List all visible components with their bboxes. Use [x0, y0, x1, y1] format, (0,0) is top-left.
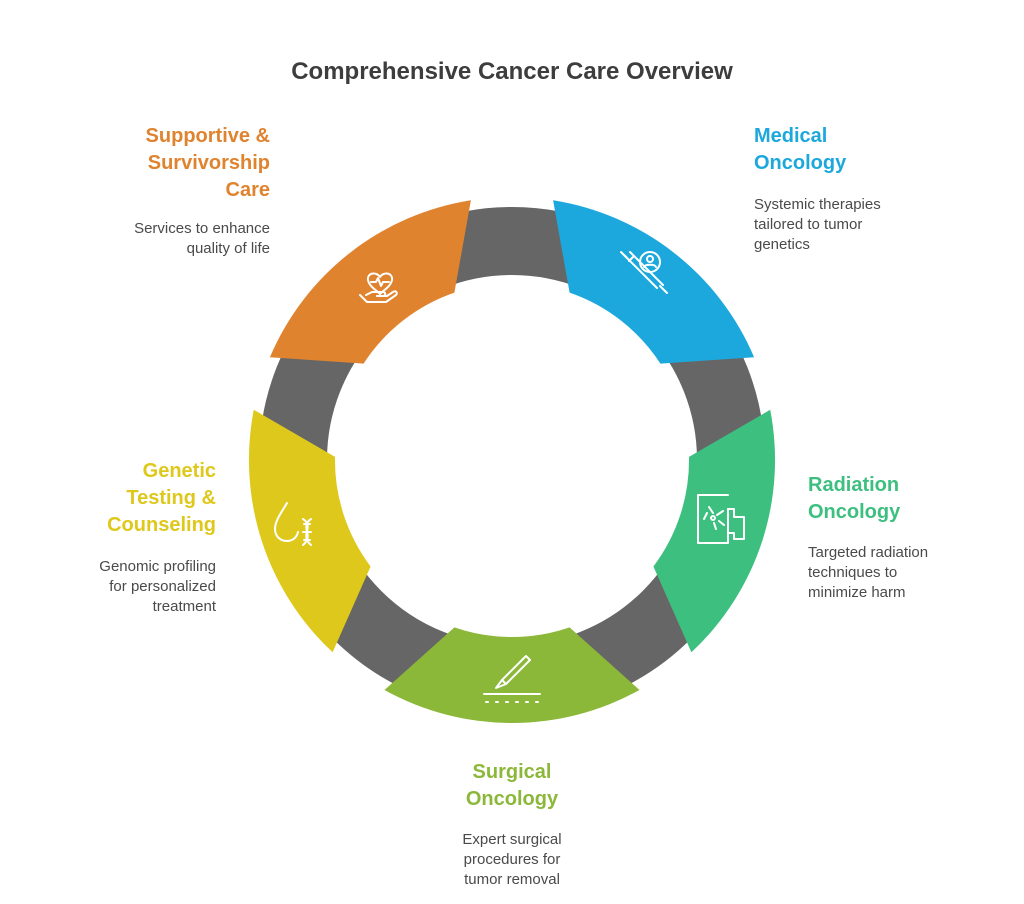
stage-heading-surgical: Surgical Oncology — [392, 759, 632, 813]
description-line: procedures for — [463, 851, 561, 868]
scalpel-icon — [483, 655, 541, 703]
description-line: for personalized — [109, 578, 216, 595]
description-line: genetics — [754, 236, 810, 253]
heading-line: Oncology — [465, 788, 559, 810]
syringe-icon — [620, 251, 668, 294]
heading-line: Testing & — [126, 487, 216, 509]
stage-description-supportive: Services to enhance quality of life — [60, 219, 270, 259]
hand-heart-icon — [359, 272, 398, 303]
stage-heading-radiation: Radiation Oncology — [808, 472, 1008, 526]
description-line: Targeted radiation — [808, 544, 929, 561]
heading-line: Medical — [754, 125, 828, 147]
heading-line: Oncology — [808, 501, 901, 523]
stage-heading-genetic: Genetic Testing & Counseling — [16, 458, 216, 539]
heading-line: Radiation — [808, 474, 900, 496]
description-line: treatment — [152, 598, 216, 615]
description-line: techniques to — [808, 564, 898, 581]
stage-badge-radiation — [653, 409, 776, 653]
description-line: Services to enhance — [134, 220, 270, 237]
stage-icons — [274, 251, 745, 703]
heading-line: Surgical — [472, 761, 552, 783]
stage-heading-supportive: Supportive & Survivorship Care — [60, 123, 270, 204]
description-line: quality of life — [186, 240, 270, 257]
stage-description-radiation: Targeted radiation techniques to minimiz… — [808, 543, 1008, 603]
description-line: minimize harm — [808, 584, 906, 601]
description-line: Expert surgical — [462, 831, 562, 848]
heading-line: Counseling — [107, 514, 216, 536]
description-line: Genomic profiling — [99, 558, 216, 575]
stage-description-surgical: Expert surgical procedures for tumor rem… — [392, 830, 632, 890]
description-line: Systemic therapies — [754, 196, 881, 213]
heading-line: Supportive & — [145, 125, 270, 147]
stage-description-medical: Systemic therapies tailored to tumor gen… — [754, 195, 974, 255]
description-line: tumor removal — [464, 871, 560, 888]
dna-drop-icon — [274, 502, 312, 546]
stage-badge-medical — [553, 200, 755, 364]
heading-line: Care — [225, 179, 270, 201]
stage-badge-surgical — [384, 627, 640, 723]
stage-heading-medical: Medical Oncology — [754, 123, 974, 177]
stage-description-genetic: Genomic profiling for personalized treat… — [16, 557, 216, 617]
heading-line: Survivorship — [147, 152, 270, 174]
heading-line: Genetic — [142, 460, 216, 482]
radiation-machine-icon — [697, 494, 745, 544]
stage-badges — [248, 200, 776, 723]
description-line: tailored to tumor — [754, 216, 863, 233]
diagram-title: Comprehensive Cancer Care Overview — [291, 58, 733, 85]
heading-line: Oncology — [754, 152, 847, 174]
